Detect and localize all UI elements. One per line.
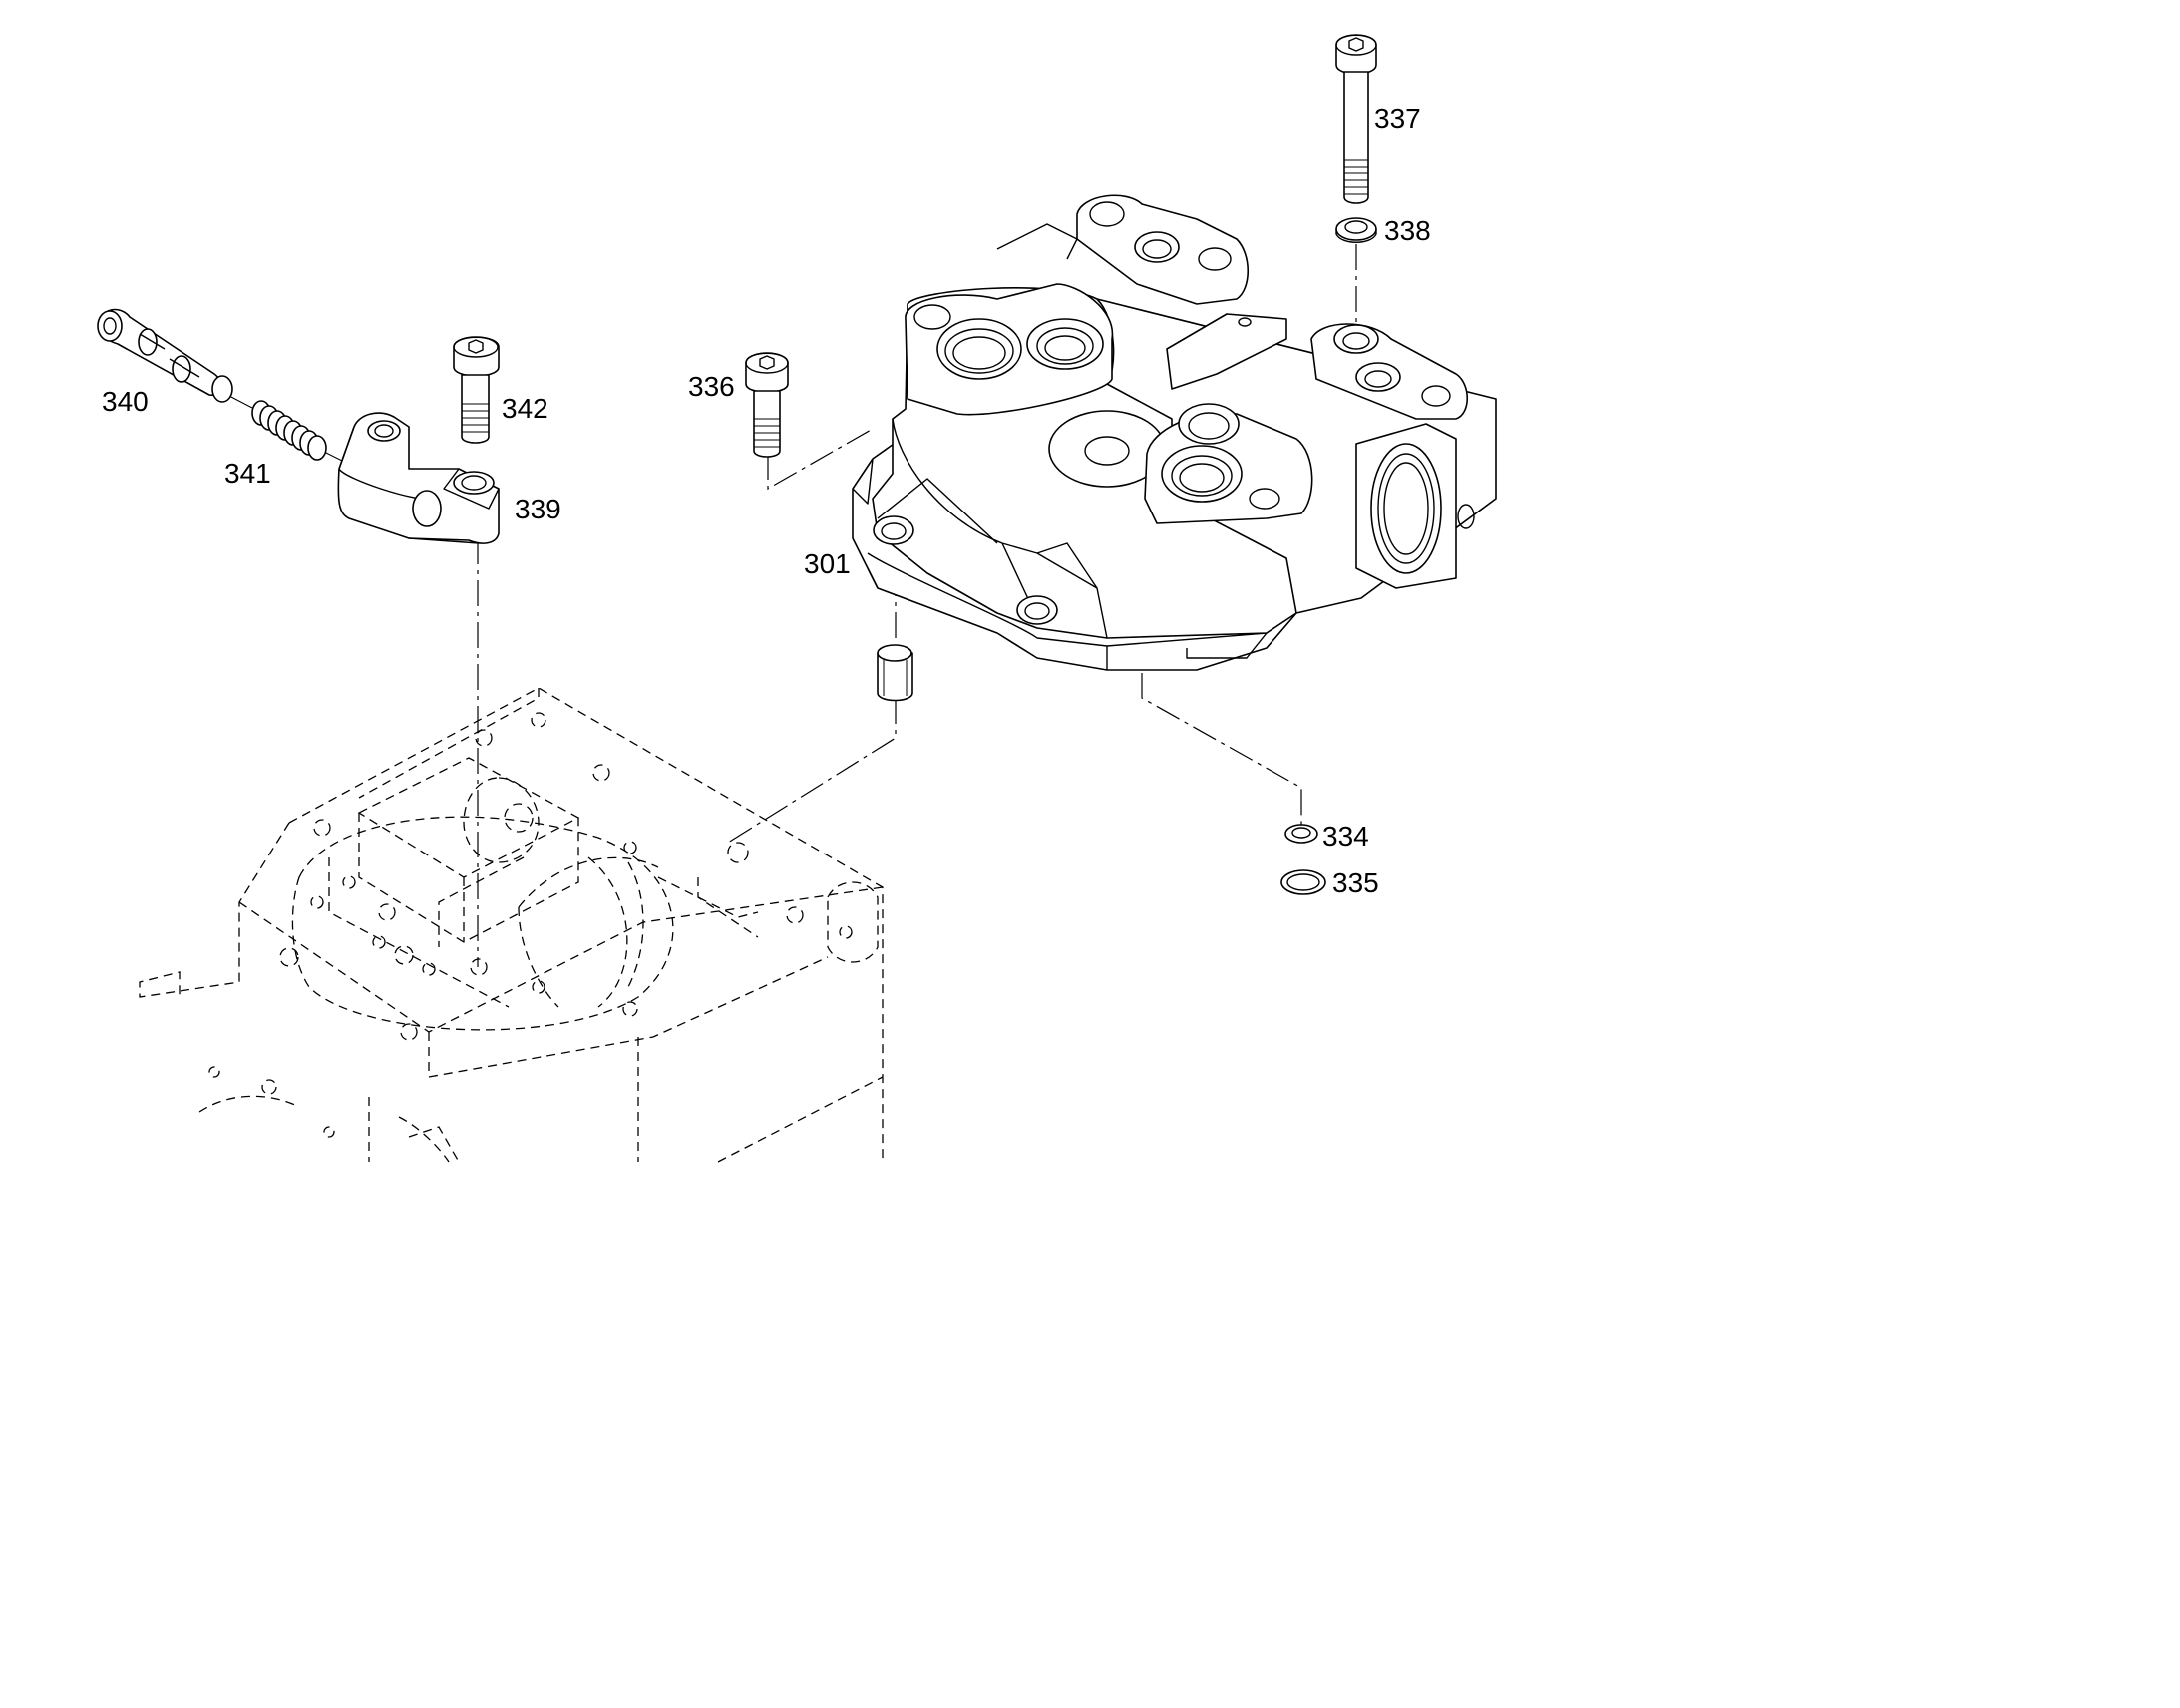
valve-body-339 xyxy=(337,412,500,544)
bolt-342 xyxy=(453,336,500,444)
label-336: 336 xyxy=(688,371,735,402)
spool-340 xyxy=(97,308,233,403)
valve-block-301 xyxy=(852,194,1497,671)
label-337: 337 xyxy=(1374,103,1421,134)
spring-341 xyxy=(251,400,327,461)
label-338: 338 xyxy=(1384,215,1431,246)
exploded-parts-diagram: 337 338 340 342 336 341 339 301 334 335 xyxy=(97,34,1497,1163)
bolt-337 xyxy=(1335,34,1377,204)
label-341: 341 xyxy=(224,458,271,489)
washer-338 xyxy=(1335,217,1377,243)
dowel-pin xyxy=(877,644,913,702)
part-labels: 337 338 340 342 336 341 339 301 334 335 xyxy=(102,103,1431,898)
label-334: 334 xyxy=(1322,821,1369,852)
label-342: 342 xyxy=(502,393,548,424)
pump-casing-phantom xyxy=(139,687,884,1163)
label-335: 335 xyxy=(1332,867,1379,898)
bolt-336 xyxy=(745,352,789,458)
label-301: 301 xyxy=(804,548,851,579)
label-340: 340 xyxy=(102,386,149,417)
label-339: 339 xyxy=(515,494,561,524)
o-ring-334 xyxy=(1284,824,1318,844)
o-ring-335 xyxy=(1280,869,1326,895)
